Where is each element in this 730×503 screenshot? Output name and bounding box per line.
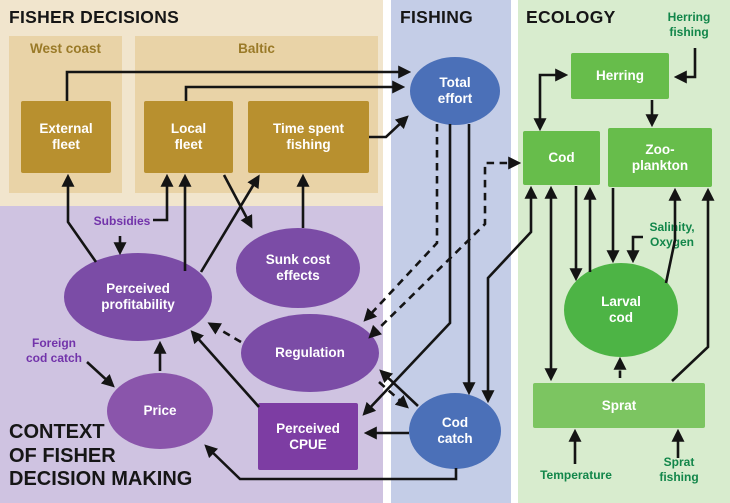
node-zooplankton: Zoo- plankton [608,128,712,187]
herring-fishing-label: Herring fishing [667,10,711,39]
fishing-title: FISHING [400,7,474,27]
node-perceived-cpue: Perceived CPUE [258,403,358,470]
node-herring: Herring [571,53,669,99]
node-regulation: Regulation [241,314,379,392]
node-larval-cod: Larval cod [564,263,678,357]
ecology-title: ECOLOGY [526,7,616,27]
sprat-fishing-label: Sprat fishing [659,455,699,484]
subsidies-label: Subsidies [93,214,151,228]
temperature-label: Temperature [540,468,612,482]
node-sprat: Sprat [533,383,705,428]
node-external-fleet: External fleet [21,101,111,173]
context-title: CONTEXT OF FISHER DECISION MAKING [9,421,193,490]
node-time-spent-fishing: Time spent fishing [248,101,369,173]
node-sunk-cost-effects: Sunk cost effects [236,228,360,308]
node-price: Price [107,373,213,449]
node-local-fleet: Local fleet [144,101,233,173]
baltic-label: Baltic [238,41,275,56]
fisher-decisions-title: FISHER DECISIONS [9,7,180,27]
node-perceived-profitability: Perceived profitability [64,253,212,341]
node-total-effort: Total effort [410,57,500,125]
node-cod-catch: Cod catch [409,393,501,469]
salinity-oxygen-label: Salinity, Oxygen [649,220,695,249]
west-coast-label: West coast [29,41,102,56]
foreign-cod-catch-label: Foreign cod catch [25,336,82,365]
node-cod: Cod [523,131,600,185]
